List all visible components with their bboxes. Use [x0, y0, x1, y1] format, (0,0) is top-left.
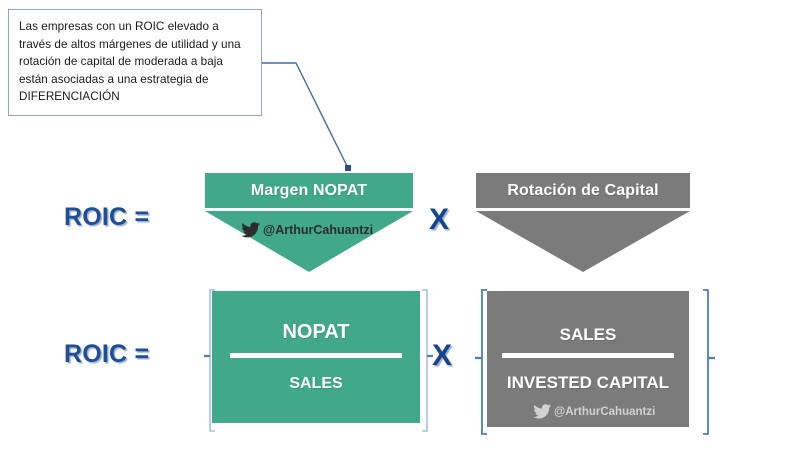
fraction-denominator-invested-capital: INVESTED CAPITAL — [506, 373, 670, 392]
explanation-callout: Las empresas con un ROIC elevado a travé… — [8, 9, 262, 116]
fraction-divider-green — [230, 353, 402, 358]
multiply-operator-bottom: X — [432, 339, 453, 372]
bracket-right-gray — [703, 289, 715, 435]
explanation-callout-text: Las empresas con un ROIC elevado a travé… — [19, 20, 241, 104]
fraction-numerator-sales: SALES — [559, 325, 617, 344]
margen-nopat-label: Margen NOPAT — [250, 181, 368, 199]
fraction-divider-gray — [502, 353, 674, 358]
fraction-numerator-nopat: NOPAT — [282, 321, 350, 343]
rotacion-capital-label: Rotación de Capital — [507, 181, 659, 199]
nopat-over-sales-box: NOPAT SALES — [212, 291, 420, 423]
multiply-operator-top: X — [429, 203, 450, 236]
rotacion-capital-arrow-head: Rotación de Capital — [476, 173, 690, 208]
sales-over-invested-capital-box: SALES INVESTED CAPITAL — [487, 291, 689, 427]
bracket-right-green — [422, 289, 433, 432]
fraction-denominator-sales: SALES — [289, 375, 343, 392]
rotacion-capital-arrow-point — [476, 211, 690, 272]
margen-nopat-arrow-head: Margen NOPAT — [205, 173, 413, 208]
margen-nopat-arrow-point — [205, 211, 413, 272]
roic-label-bottom: ROIC = — [64, 340, 150, 368]
callout-connector-line — [262, 62, 351, 171]
roic-label-top: ROIC = — [64, 203, 150, 231]
